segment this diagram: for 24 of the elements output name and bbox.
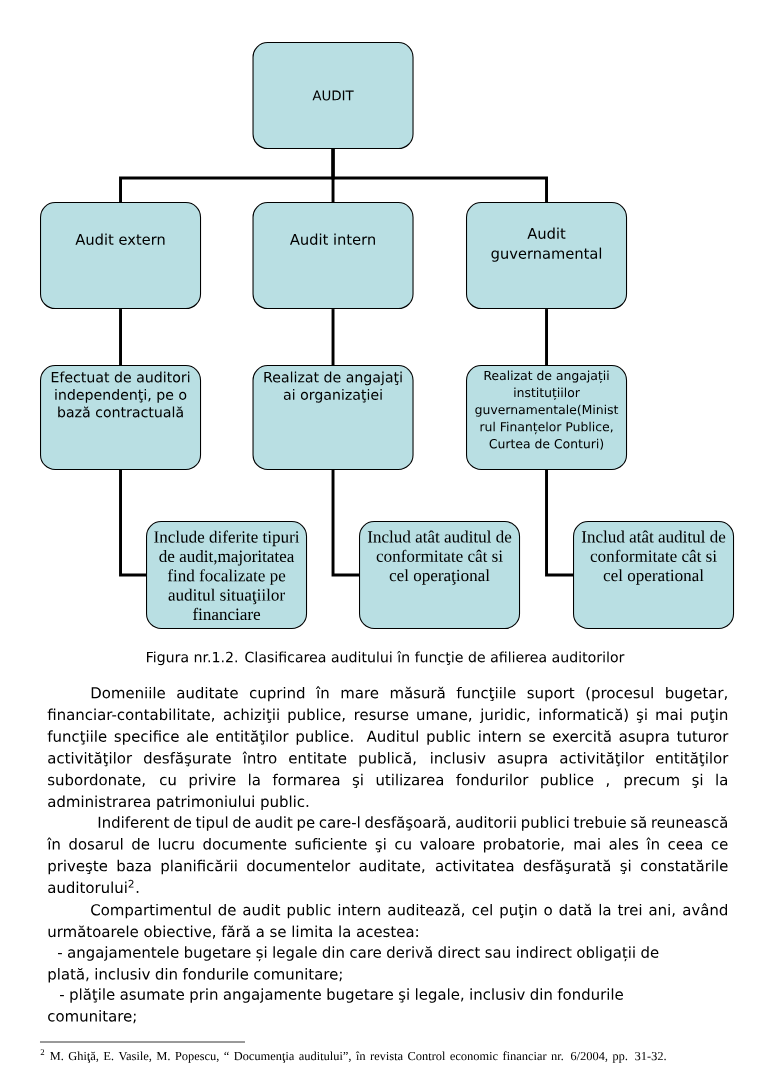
description-box: Realizat de angajaţi ai organizaţiei xyxy=(252,365,414,471)
category-box: AUDIT xyxy=(252,42,414,150)
list-item: - angajamentele bugetare și legale din care derivă direct sau indirect obligații de plată, inclusiv din fondurile comunitare; xyxy=(48,946,659,983)
description-box: Includ atât auditul de conformitate cât si cel operaţional xyxy=(359,521,521,630)
body-paragraph: Compartimentul de audit public intern auditează, cel puţin o dată la trei ani, având următoarele obiective, fără a se limita la acestea: xyxy=(48,903,727,939)
connector-line xyxy=(545,470,573,577)
category-box: Audit guvernamental xyxy=(466,202,628,310)
description-box: Efectuat de auditori independenţi, pe o bază contractuală xyxy=(40,365,202,471)
category-box: Audit extern xyxy=(40,202,202,310)
body-paragraph: Domeniile auditate cuprind în mare măsură funcţiile suport (procesul bugetar, financiar-contabilitate, achiziţii publice, resurse umane, juridic, informatică) şi mai puţin funcţiile specifice ale entităţilor publice. Auditul public intern se exercită asupra tuturor activităţilor desfăşurate întro entitate publică, inclusiv asupra activităţilor entităţilor subordonate, cu privire la formarea şi utilizarea fondurilor publice , precum şi la administrarea patrimoniului public. xyxy=(47,686,729,810)
connector-line xyxy=(119,309,122,365)
connector-line xyxy=(331,149,548,202)
description-box: Includ atât auditul de conformitate cât si cel operational xyxy=(573,521,735,630)
footnote: $^{2}$ M. Ghiţă, E. Vasile, M. Popescu, “ Documenţia auditului”, în revista Control economic financiar nr. 6/2004, pp. 31-32. xyxy=(40,1049,666,1063)
body-paragraph: Indiferent de tipul de audit pe care-l desfăşoară, auditorii publici trebuie să reunească în dosarul de lucru documente suficiente şi cu valoare probatorie, mai ales în ceea ce priveşte baza planificării documentelor auditate, activitatea desfăşurată şi constatările auditorului$^{2}$. xyxy=(47,816,728,894)
description-box: Include diferite tipuri de audit,majoritatea find focalizate pe auditul situaţiilor financiare xyxy=(146,521,308,630)
connector-line xyxy=(331,309,335,365)
connector-line xyxy=(331,470,359,577)
description-box: Realizat de angajații instituțiilor guvernamentale(Minist rul Finanțelor Publice, Curtea de Conturi) xyxy=(466,365,628,471)
list-item: - plăţile asumate prin angajamente bugetare şi legale, inclusiv din fondurile comunitare; xyxy=(48,988,623,1024)
connector-line xyxy=(119,470,146,577)
connector-line xyxy=(545,309,548,365)
figure-caption: Figura nr.1.2. Clasificarea auditului în funcţie de afilierea auditorilor xyxy=(147,650,625,666)
category-box: Audit intern xyxy=(252,202,414,310)
